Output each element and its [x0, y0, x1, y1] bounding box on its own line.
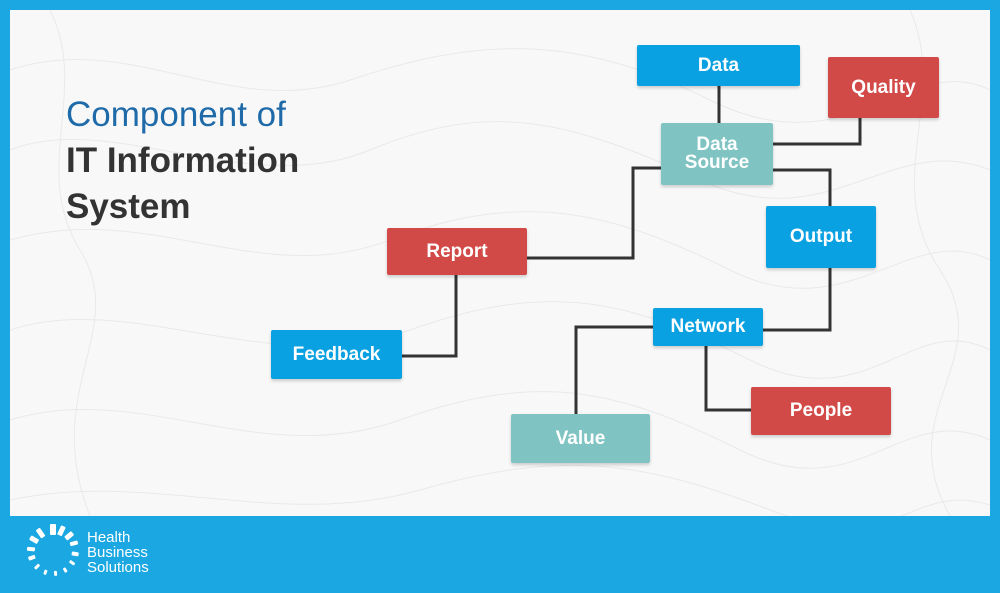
title-line-2: IT Information — [66, 141, 300, 180]
title-line-3: System — [66, 187, 191, 226]
brand-line-3: Solutions — [87, 559, 149, 576]
node-feedback[interactable]: Feedback — [271, 330, 402, 379]
page-title: Component of IT Information System — [66, 92, 299, 230]
node-data-source[interactable]: Data Source — [661, 123, 773, 185]
diagram-canvas: Component of IT Information System Data … — [10, 10, 990, 516]
node-value[interactable]: Value — [511, 414, 650, 463]
connector-network-value — [574, 325, 653, 414]
node-quality[interactable]: Quality — [828, 57, 939, 118]
connector-datasource-output — [773, 168, 832, 206]
node-people[interactable]: People — [751, 387, 891, 435]
node-data[interactable]: Data — [637, 45, 800, 86]
connector-datasource-report — [527, 166, 661, 260]
node-network[interactable]: Network — [653, 308, 763, 346]
brand-line-1: Health — [87, 529, 131, 546]
node-report[interactable]: Report — [387, 228, 527, 275]
connector-report-feedback — [401, 274, 458, 358]
connector-lines — [401, 85, 862, 414]
brand-logo-icon — [27, 524, 79, 576]
connector-output-network — [762, 268, 832, 332]
footer-bar — [0, 516, 1000, 593]
brand-line-2: Business — [87, 544, 148, 561]
connector-network-people — [704, 346, 751, 412]
connector-datasource-quality — [773, 118, 862, 146]
title-line-1: Component of — [66, 95, 286, 134]
node-output[interactable]: Output — [766, 206, 876, 268]
brand-name: Health Business Solutions — [87, 530, 149, 575]
